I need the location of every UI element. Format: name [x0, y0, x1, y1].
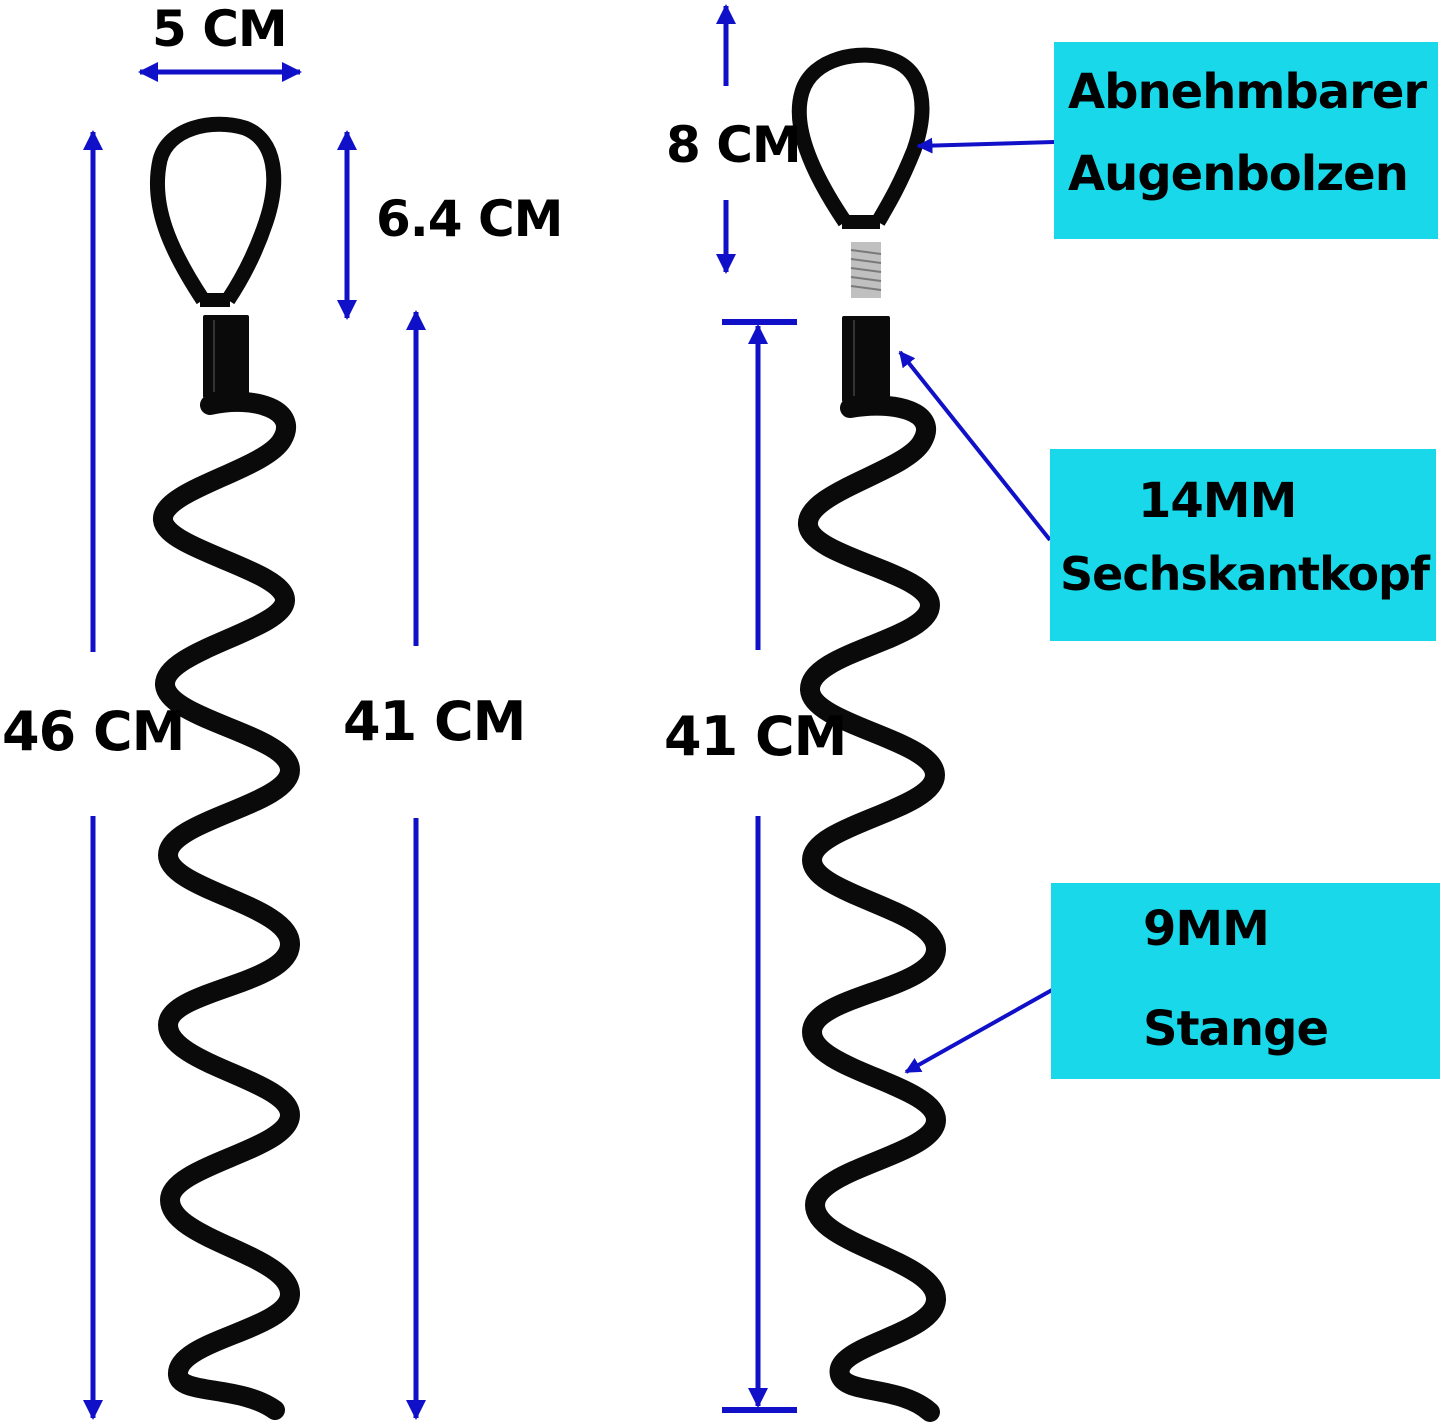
- rod-callout-line1: 9MM: [1143, 901, 1270, 957]
- hex-head-pointer: [898, 350, 1052, 542]
- right-hex-collar: [842, 316, 890, 402]
- right-eye-height-label: 8 CM: [666, 116, 802, 174]
- right-spiral-height-label: 41 CM: [664, 705, 847, 768]
- eye-bolt-pointer: [916, 137, 1055, 154]
- rod-pointer: [904, 988, 1053, 1074]
- eye-bolt-callout: Abnehmbarer Augenbolzen: [1054, 42, 1438, 239]
- hex-head-callout-line2: Sechskantkopf: [1060, 547, 1430, 601]
- eye-bolt-callout-line2: Augenbolzen: [1068, 146, 1409, 202]
- rod-callout: 9MM Stange: [1051, 883, 1440, 1079]
- right-ground-anchor: [791, 47, 947, 1422]
- left-spiral: [153, 392, 301, 1420]
- left-width-label: 5 CM: [152, 0, 288, 58]
- eye-bolt-callout-line1: Abnehmbarer: [1068, 64, 1427, 120]
- left-ground-anchor: [149, 116, 301, 1420]
- rod-callout-line2: Stange: [1143, 1001, 1329, 1057]
- hex-head-callout: 14MM Sechskantkopf: [1050, 449, 1436, 641]
- left-hex-collar: [203, 315, 249, 398]
- left-eye-loop: [149, 116, 282, 305]
- right-eye-loop: [791, 47, 930, 227]
- right-spiral: [798, 395, 947, 1422]
- left-total-height-label: 46 CM: [2, 700, 185, 763]
- left-spiral-height-label: 41 CM: [343, 690, 526, 753]
- left-eye-height-label: 6.4 CM: [376, 190, 563, 248]
- hex-head-callout-line1: 14MM: [1138, 473, 1297, 529]
